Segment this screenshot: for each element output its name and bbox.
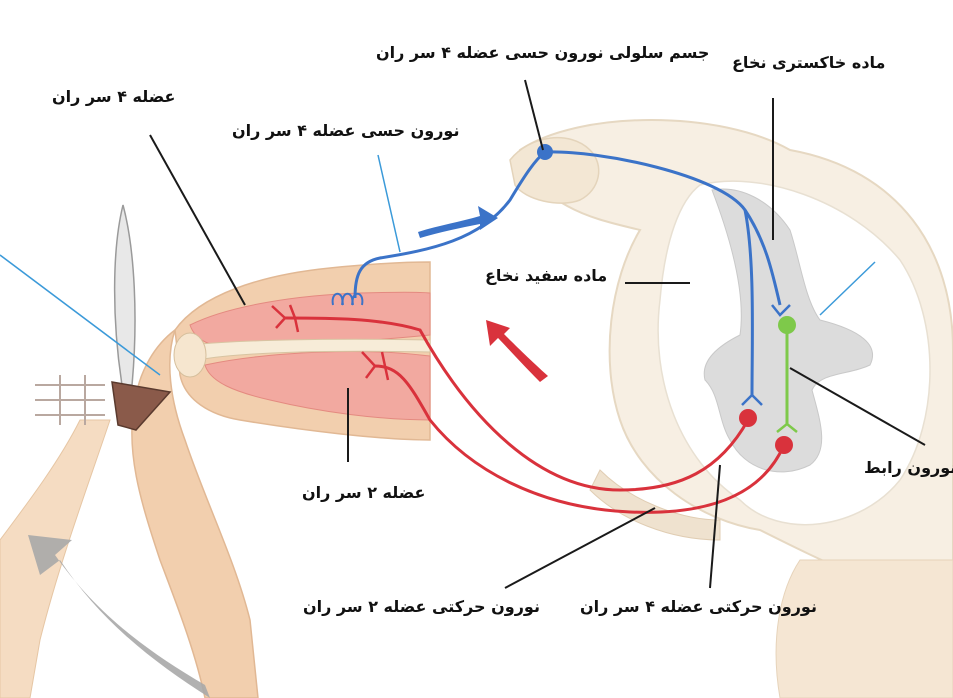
label-biceps: عضله ۲ سر ران bbox=[302, 483, 425, 503]
label-gray-matter: ماده خاکستری نخاع bbox=[732, 53, 885, 73]
label-white-matter: ماده سفید نخاع bbox=[485, 266, 607, 286]
hammer-handle bbox=[115, 205, 135, 385]
leg bbox=[0, 262, 430, 698]
kneecap bbox=[174, 333, 206, 377]
interneuron-cell-body bbox=[778, 316, 796, 334]
sensory-signal-arrow bbox=[418, 206, 498, 238]
motor-neuron-biceps-cell-body bbox=[775, 436, 793, 454]
label-interneuron: نورون رابط bbox=[864, 458, 953, 478]
sensory-cell-body bbox=[537, 144, 553, 160]
vertebra-body bbox=[776, 560, 953, 698]
label-motor-biceps: نورون حرکتی عضله ۲ سر ران bbox=[303, 597, 540, 617]
leader-cell-body bbox=[525, 80, 543, 150]
leader-motor-biceps bbox=[505, 508, 655, 588]
leader-quadriceps bbox=[150, 135, 245, 305]
reflex-hammer bbox=[35, 205, 170, 430]
motor-neuron-quadriceps-cell-body bbox=[739, 409, 757, 427]
motor-signal-arrow bbox=[486, 320, 548, 382]
label-cell-body: جسم سلولی نورون حسی عضله ۴ سر ران bbox=[376, 43, 709, 63]
motion-lines bbox=[35, 375, 105, 425]
label-motor-quadriceps: نورون حرکتی عضله ۴ سر ران bbox=[580, 597, 817, 617]
label-quadriceps: عضله ۴ سر ران bbox=[52, 87, 175, 107]
label-sensory-neuron: نورون حسی عضله ۴ سر ران bbox=[232, 121, 459, 141]
dorsal-root-ganglion-area bbox=[510, 138, 599, 203]
